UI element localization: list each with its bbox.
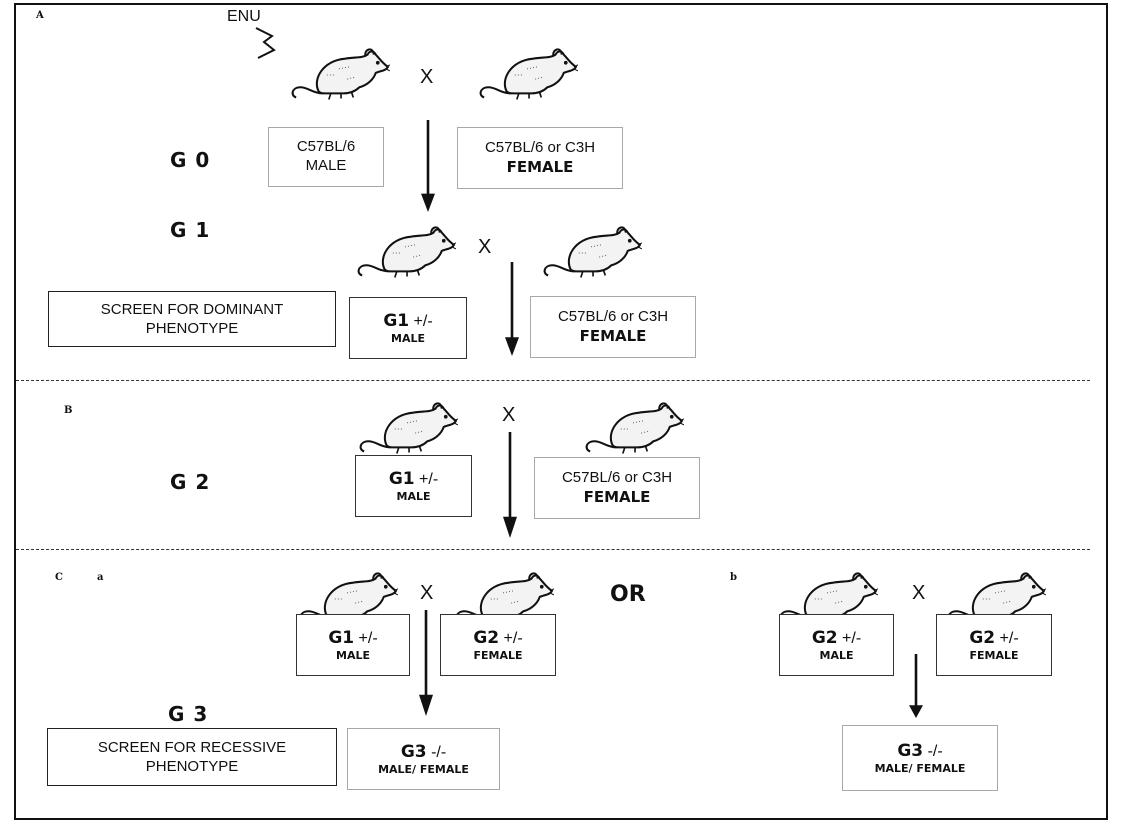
ca-cross-symbol: X	[420, 582, 433, 605]
ca-male-gen: G1	[328, 628, 354, 648]
diagram-frame	[14, 3, 1108, 820]
ca-male-sex: MALE	[336, 649, 370, 663]
g2-male-gen: G1	[389, 469, 415, 489]
recessive-screen-line2: PHENOTYPE	[98, 757, 286, 777]
cb-down-arrow-icon	[908, 654, 924, 718]
g2-female-sex: FEMALE	[584, 488, 651, 507]
g1-female-sex: FEMALE	[580, 327, 647, 346]
g1-female-strain: C57BL/6 or C3H	[558, 308, 668, 327]
section-b-label: B	[64, 405, 72, 416]
recessive-screen-line1: SCREEN FOR RECESSIVE	[98, 738, 286, 758]
g2-female-strain: C57BL/6 or C3H	[562, 469, 672, 488]
g0-male-strain: C57BL/6	[297, 138, 355, 157]
cb-male-geno: +/-	[838, 630, 862, 647]
divider-b-c	[16, 549, 1090, 550]
cb-male-sex: MALE	[820, 649, 854, 663]
g2-male-box: G1 +/- MALE	[355, 455, 472, 517]
g0-down-arrow-icon	[420, 120, 436, 212]
g0-female-sex: FEMALE	[507, 158, 574, 177]
section-c-label: C	[55, 572, 63, 583]
g2-cross-symbol: X	[502, 404, 515, 427]
dominant-screen-line1: SCREEN FOR DOMINANT	[101, 300, 284, 320]
ca-female-gen: G2	[473, 628, 499, 648]
cb-cross-symbol: X	[912, 582, 925, 605]
g2-male-geno: +/-	[415, 471, 439, 488]
ca-female-box: G2 +/- FEMALE	[440, 614, 556, 676]
dominant-screen-box: SCREEN FOR DOMINANT PHENOTYPE	[48, 291, 336, 347]
cb-female-box: G2 +/- FEMALE	[936, 614, 1052, 676]
g2-down-arrow-icon	[502, 432, 518, 538]
g3b-box: G3 -/- MALE/ FEMALE	[842, 725, 998, 791]
g0-male-sex: MALE	[306, 157, 347, 176]
recessive-screen-box: SCREEN FOR RECESSIVE PHENOTYPE	[47, 728, 337, 786]
g2-male-sex: MALE	[397, 490, 431, 504]
or-label: OR	[610, 582, 646, 607]
g1-male-geno: +/-	[409, 313, 433, 330]
generation-g3-label: G 3	[168, 702, 208, 726]
g1-male-gen: G1	[383, 311, 409, 331]
cb-female-sex: FEMALE	[969, 649, 1018, 663]
generation-g1-label: G 1	[170, 218, 210, 242]
g0-male-box: C57BL/6 MALE	[268, 127, 384, 187]
section-a-label: A	[36, 10, 44, 21]
g1-cross-symbol: X	[478, 236, 491, 259]
g0-cross-symbol: X	[420, 66, 433, 89]
ca-down-arrow-icon	[418, 610, 434, 716]
g1-male-sex: MALE	[391, 332, 425, 346]
g3a-box: G3 -/- MALE/ FEMALE	[347, 728, 500, 790]
dominant-screen-line2: PHENOTYPE	[101, 319, 284, 339]
g0-male-mouse-icon	[288, 44, 390, 106]
g1-male-mouse-icon	[354, 222, 456, 284]
g3a-gen: G3	[401, 742, 427, 762]
g2-female-mouse-icon	[582, 398, 684, 460]
g3a-sex: MALE/ FEMALE	[378, 763, 469, 777]
g3a-geno: -/-	[427, 744, 447, 761]
ca-female-sex: FEMALE	[473, 649, 522, 663]
g3b-gen: G3	[897, 741, 923, 761]
generation-g0-label: G 0	[170, 148, 210, 172]
ca-female-geno: +/-	[499, 630, 523, 647]
g0-female-mouse-icon	[476, 44, 578, 106]
ca-male-box: G1 +/- MALE	[296, 614, 410, 676]
subsection-a-label: a	[97, 572, 103, 583]
g0-female-strain: C57BL/6 or C3H	[485, 139, 595, 158]
cb-female-geno: +/-	[995, 630, 1019, 647]
g0-female-box: C57BL/6 or C3H FEMALE	[457, 127, 623, 189]
g2-male-mouse-icon	[356, 398, 458, 460]
g3b-geno: -/-	[923, 743, 943, 760]
enu-label: ENU	[227, 8, 261, 26]
cb-male-box: G2 +/- MALE	[779, 614, 894, 676]
g2-female-box: C57BL/6 or C3H FEMALE	[534, 457, 700, 519]
cb-female-gen: G2	[969, 628, 995, 648]
generation-g2-label: G 2	[170, 470, 210, 494]
lightning-bolt-icon	[252, 26, 278, 60]
g3b-sex: MALE/ FEMALE	[875, 762, 966, 776]
g1-male-box: G1 +/- MALE	[349, 297, 467, 359]
ca-male-geno: +/-	[354, 630, 378, 647]
g1-female-box: C57BL/6 or C3H FEMALE	[530, 296, 696, 358]
g1-down-arrow-icon	[504, 262, 520, 356]
subsection-b-label: b	[730, 572, 737, 583]
g1-female-mouse-icon	[540, 222, 642, 284]
cb-male-gen: G2	[812, 628, 838, 648]
divider-a-b	[16, 380, 1090, 381]
